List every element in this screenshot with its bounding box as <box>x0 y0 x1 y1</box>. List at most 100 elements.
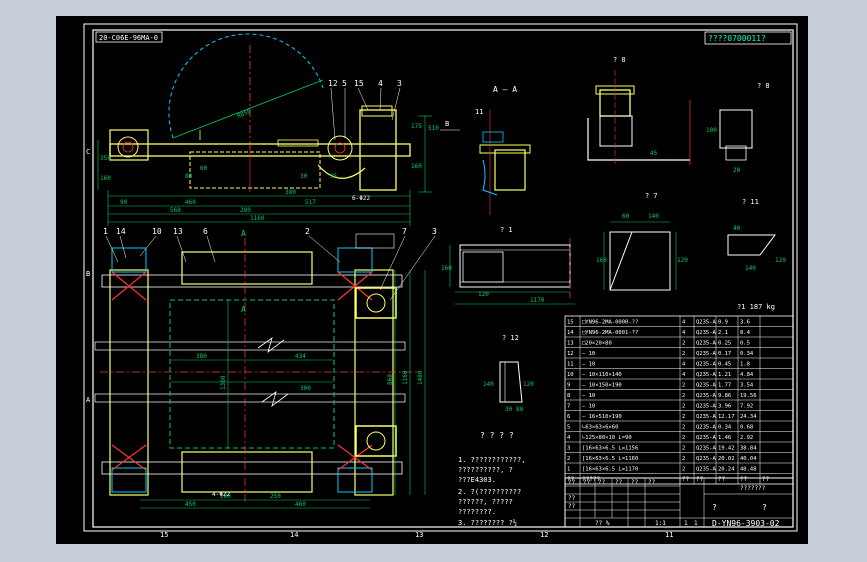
bom-cell-unit: 20.24 <box>718 467 735 473</box>
detail-7[interactable]: ? 7 60 140 160 120 <box>596 192 688 291</box>
bom-cell-total: 4.84 <box>740 372 754 378</box>
front-balloon-3: 3 <box>397 79 402 88</box>
bom-cell-no: 10 <box>567 372 574 378</box>
bom-cell-unit: 0.34 <box>718 425 732 431</box>
detail-7-title: ? 7 <box>645 192 658 200</box>
bom-cell-mat: Q235-A <box>696 393 717 399</box>
note-line-2: ??????????, ? <box>458 466 513 474</box>
detail-7-dim-140: 140 <box>648 213 659 220</box>
detail-11b-dim-140: 140 <box>745 265 756 272</box>
plan-dim-300: 300 <box>300 385 311 392</box>
plan-view[interactable]: 380 434 1360 860 1160 1480 300 450 280 2… <box>94 227 437 509</box>
detail-12-dim-80: 80 <box>516 406 524 413</box>
detail-1[interactable]: ? 1 160 120 1170 <box>441 226 575 305</box>
title-of: 1 <box>694 520 698 527</box>
title-sheet: 1 <box>684 520 688 527</box>
bom-cell-name: — 10 <box>582 362 595 368</box>
bom-header-cell: ?? <box>762 476 770 483</box>
title-cell-3: ?? <box>598 479 606 486</box>
front-dim-90: 90 <box>120 199 128 206</box>
plan-dim-434: 434 <box>295 353 306 360</box>
bom-cell-unit: 2.1 <box>718 330 728 336</box>
plan-dim-1480: 1480 <box>417 370 424 385</box>
outer-border <box>83 23 798 532</box>
bom-cell-name: [16×63×6.5 L=1160 <box>582 456 638 462</box>
plan-section-marker-mid: A <box>241 305 246 314</box>
front-dim-460: 460 <box>185 199 196 206</box>
grid-number-15: 15 <box>160 531 168 539</box>
bom-cell-mat: Q235-A <box>696 456 717 462</box>
bom-header-cell: ?? <box>740 476 748 483</box>
bom-cell-qty: 4 <box>682 320 686 326</box>
bom-cell-no: 14 <box>567 330 574 336</box>
front-leader-note: 6-Φ22 <box>352 195 370 202</box>
plan-balloon-14: 14 <box>116 227 126 236</box>
detail-11-small[interactable]: ? 11 40 140 120 <box>727 198 786 272</box>
note-line-3: ???E4303. <box>458 476 496 484</box>
bom-cell-no: 15 <box>567 320 574 326</box>
bom-cell-total: 3.54 <box>740 383 754 389</box>
title-block[interactable]: ?? ?? ?? ??????? ?? ?? ?? ?? ?? ?? % 1:1… <box>564 477 794 528</box>
title-drawing-no: D-YN96-3903-02 <box>712 519 780 528</box>
bom-cell-mat: Q235-A <box>696 383 717 389</box>
front-balloon-12: 12 <box>328 79 338 88</box>
bom-cell-total: 2.92 <box>740 435 753 441</box>
grid-number-13: 13 <box>415 531 423 539</box>
detail-11b-dim-120: 120 <box>775 257 786 264</box>
bom-cell-mat: Q235-A <box>696 414 717 420</box>
bom-cell-mat: Q235-A <box>696 341 717 347</box>
title-cell-8: ?? <box>568 495 576 502</box>
title-cell-4: ??????? <box>740 485 766 492</box>
detail-8-dim-20: 20 <box>733 167 741 174</box>
plan-balloon-10: 10 <box>152 227 162 236</box>
bom-cell-qty: 2 <box>682 435 685 441</box>
detail-8-dim-100: 100 <box>706 127 717 134</box>
front-dim-left-350: 350 <box>100 155 111 162</box>
bom-cell-unit: 0.17 <box>718 351 731 357</box>
technical-notes: ? ? ? ? 1. ????????????, ??????????, ? ?… <box>458 431 525 527</box>
note-line-5: ??????, ????? <box>458 498 513 506</box>
front-view[interactable]: R850 90 460 560 <box>97 33 439 226</box>
front-dim-280: 280 <box>240 207 251 214</box>
front-small-dim-80: 80 <box>185 173 193 180</box>
plan-dim-1360: 1360 <box>220 375 227 390</box>
bom-cell-no: 3 <box>567 446 570 452</box>
front-balloon-4: 4 <box>378 79 383 88</box>
bom-cell-mat: Q235-A <box>696 351 717 357</box>
section-aa[interactable]: A — A 11 B <box>440 85 531 215</box>
bom-cell-mat: Q235-A <box>696 320 717 326</box>
bom-cell-total: 0.68 <box>740 425 753 431</box>
bom-cell-no: 8 <box>567 393 570 399</box>
title-cell-5: ?? <box>615 479 623 486</box>
plan-balloon-2: 2 <box>305 227 310 236</box>
bom-header-cell: ?? <box>682 476 690 483</box>
section-aa-title: A — A <box>493 85 517 94</box>
detail-12-dim-30: 30 <box>505 406 513 413</box>
bom-cell-unit: 1.21 <box>718 372 731 378</box>
bom-cell-qty: 2 <box>682 351 685 357</box>
bom-header-cell: ?? <box>567 476 575 483</box>
detail-12[interactable]: ? 12 140 120 30 80 <box>483 334 534 413</box>
front-dim-175: 175 <box>411 123 422 130</box>
front-dim-160: 160 <box>411 163 422 170</box>
note-line-6: ????????. <box>458 508 496 516</box>
title-name-mark-1: ? <box>712 503 717 512</box>
bom-cell-mat: Q235-A <box>696 435 717 441</box>
bom-cell-no: 12 <box>567 351 574 357</box>
front-dim-1160: 1160 <box>250 215 265 222</box>
title-cell-1: ?? <box>568 479 576 486</box>
detail-12-title: ? 12 <box>502 334 519 342</box>
grid-letter-c: C <box>86 148 90 156</box>
plan-balloon-6: 6 <box>203 227 208 236</box>
drawing-canvas[interactable] <box>56 16 808 544</box>
bom-cell-name: — 16×510×190 <box>582 414 622 420</box>
plan-dim-1160: 1160 <box>402 370 409 385</box>
notes-title: ? ? ? ? <box>480 431 514 440</box>
bom-cell-name: — 10×110×140 <box>582 372 622 378</box>
detail-8[interactable]: ? 8 ? 8 100 45 20 <box>587 56 770 174</box>
bom-cell-qty: 4 <box>682 362 686 368</box>
title-bottom-label: ?? % <box>595 520 610 527</box>
detail-7-dim-120: 120 <box>677 257 688 264</box>
weight-note: ?1 187 kg <box>737 303 775 311</box>
